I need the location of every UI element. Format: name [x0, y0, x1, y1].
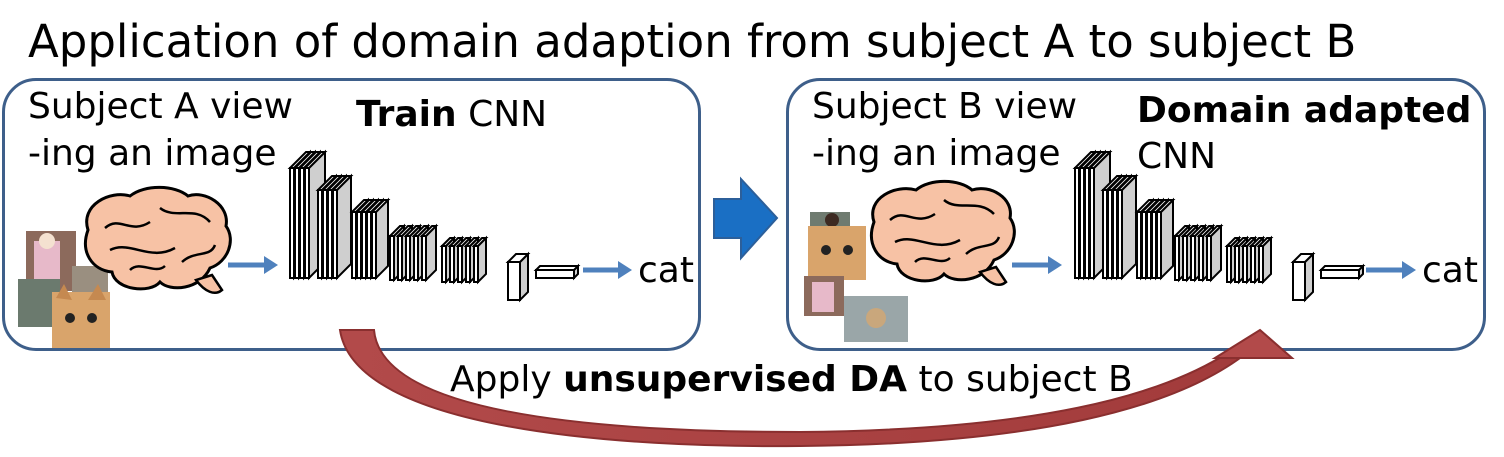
cnn-layer-face — [465, 245, 471, 283]
curved-adaptation-arrow — [338, 328, 1295, 448]
stimulus-images-b — [804, 212, 908, 342]
cnn-layer-face — [366, 211, 372, 279]
cnn-layer-face — [1102, 189, 1108, 279]
domain-adapted-cnn-label: CNN — [1137, 136, 1216, 177]
cnn-layer-face — [1079, 167, 1085, 279]
cnn-layer-face — [421, 235, 427, 281]
cnn-layer-face — [1146, 211, 1152, 279]
caption-suffix: to subject B — [907, 359, 1133, 400]
cnn-layer-face — [449, 245, 455, 283]
arrow-cnn-to-output-b — [1366, 261, 1416, 279]
cnn-layer-face — [1112, 189, 1118, 279]
cnn-layer-face — [375, 197, 389, 281]
cnn-layer-face — [1234, 245, 1240, 283]
arrow-cnn-to-output-a — [583, 261, 632, 279]
caption-prefix: Apply — [450, 359, 564, 400]
cnn-layer-face — [1174, 235, 1180, 281]
cnn-layer-face — [507, 261, 521, 301]
subject-a-view-label-line2: -ing an image — [28, 133, 277, 174]
cnn-layer-face — [304, 167, 310, 279]
cnn-network-icon-b — [1072, 149, 1366, 303]
cnn-layer-face — [332, 189, 338, 279]
cnn-layer-face — [1117, 189, 1123, 279]
cnn-layer-face — [405, 235, 411, 281]
cnn-layer-face — [389, 235, 395, 281]
cnn-layer-face — [371, 211, 377, 279]
arrow-brain-to-cnn-a — [228, 256, 278, 274]
cnn-layer-face — [317, 189, 323, 279]
cnn-layer-face — [1074, 167, 1080, 279]
cnn-layer-face — [1156, 211, 1162, 279]
cnn-layer-face — [1107, 189, 1113, 279]
cnn-layer-face — [1089, 167, 1095, 279]
cnn-layer-face — [1190, 235, 1196, 281]
cnn-layer-face — [457, 245, 463, 283]
cnn-layer-face — [1151, 211, 1157, 279]
cnn-layer-face — [473, 245, 479, 283]
cnn-layer-face — [1320, 269, 1360, 279]
caption-bold: unsupervised DA — [563, 359, 908, 400]
cnn-layer-face — [1160, 197, 1174, 281]
cnn-layer-face — [361, 211, 367, 279]
cnn-network-icon-a — [287, 149, 581, 303]
cnn-layer-face — [327, 189, 333, 279]
cnn-layer-face — [1136, 211, 1142, 279]
output-label-b: cat — [1422, 250, 1478, 291]
cnn-layer-face — [1292, 261, 1306, 301]
brain-icon-b — [869, 179, 1016, 286]
cnn-layer-face — [1226, 245, 1232, 283]
subject-b-view-label-line1: Subject B view — [812, 86, 1078, 127]
output-label-a: cat — [638, 250, 694, 291]
cnn-layer-face — [441, 245, 447, 283]
cnn-layer-face — [322, 189, 328, 279]
train-cnn-label-bold: Train — [356, 94, 457, 135]
cnn-layer-face — [1141, 211, 1147, 279]
arrow-brain-to-cnn-b — [1012, 256, 1062, 274]
cnn-layer-face — [1182, 235, 1188, 281]
cnn-layer-face — [1258, 245, 1264, 283]
cnn-layer-face — [397, 235, 403, 281]
cnn-layer-face — [1242, 245, 1248, 283]
cnn-layer-face — [535, 269, 575, 279]
cnn-layer-face — [1206, 235, 1212, 281]
train-cnn-label: Train CNN — [356, 92, 547, 138]
unsupervised-da-caption: Apply unsupervised DA to subject B — [450, 357, 1133, 403]
cnn-layer-face — [1250, 245, 1256, 283]
domain-adapted-label-bold: Domain adapted — [1137, 88, 1471, 134]
cnn-layer-face — [299, 167, 305, 279]
big-right-arrow-icon — [713, 176, 779, 261]
cnn-layer-face — [289, 167, 295, 279]
brain-icon-a — [84, 185, 232, 294]
cnn-layer-face — [336, 173, 352, 281]
cnn-layer-face — [356, 211, 362, 279]
subject-a-view-label-line1: Subject A view — [28, 86, 293, 127]
cnn-layer-face — [413, 235, 419, 281]
domain-adapted-bold-text: Domain adapted — [1137, 90, 1472, 131]
train-cnn-label-rest: CNN — [456, 94, 548, 135]
cnn-layer-face — [1121, 173, 1137, 281]
cnn-layer-face — [1198, 235, 1204, 281]
subject-b-view-label-line2: -ing an image — [812, 133, 1061, 174]
cnn-layer-face — [351, 211, 357, 279]
cnn-layer-face — [294, 167, 300, 279]
cnn-layer-face — [1084, 167, 1090, 279]
diagram-title: Application of domain adaption from subj… — [28, 15, 1357, 68]
